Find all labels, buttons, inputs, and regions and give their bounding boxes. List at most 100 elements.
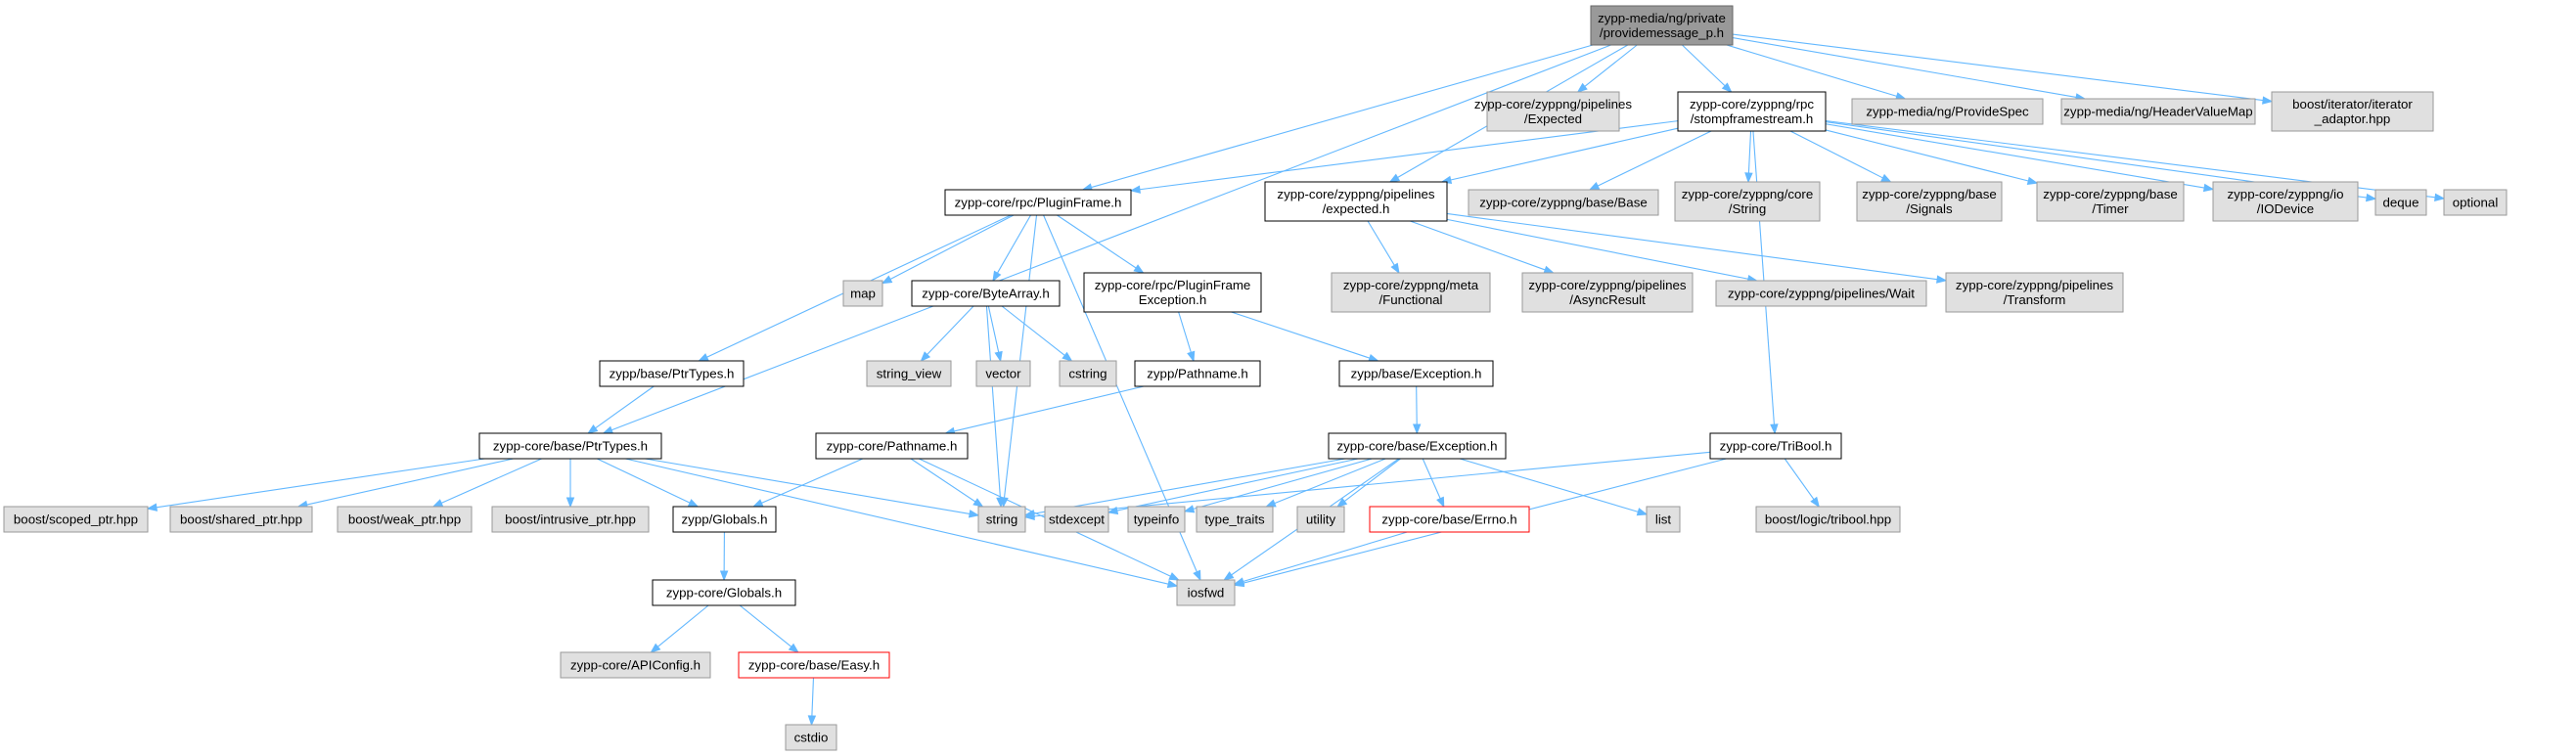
node-zyppptrtypes[interactable]: zypp/base/PtrTypes.h — [599, 360, 745, 387]
node-label: list — [1655, 512, 1672, 527]
node-label: vector — [985, 367, 1021, 381]
node-zypppathname[interactable]: zypp/Pathname.h — [1134, 360, 1261, 387]
node-box — [491, 506, 650, 533]
arrow-head — [807, 715, 817, 727]
node-box — [1264, 181, 1448, 222]
node-errno[interactable]: zypp-core/base/Errno.h — [1369, 506, 1530, 533]
edge-line — [1825, 123, 2205, 189]
edge-line — [1091, 44, 1594, 189]
arrow-head — [698, 353, 709, 362]
node-label: zypp-core/base/Easy.h — [748, 658, 880, 673]
node-label: zypp-core/zyppng/meta — [1343, 278, 1479, 292]
edge-stomp-to-corestring — [1744, 130, 1753, 184]
node-typetraits: type_traits — [1196, 506, 1274, 533]
edge-coreexception-to-list — [1459, 458, 1649, 516]
node-tribool[interactable]: zypp-core/TriBool.h — [1709, 432, 1842, 460]
arrow-head — [1436, 496, 1445, 509]
node-label: zypp-core/zyppng/base/Base — [1479, 196, 1647, 210]
arrow-head — [1810, 496, 1821, 509]
edge-line — [1825, 129, 2029, 182]
node-pluginframe[interactable]: zypp-core/rpc/PluginFrame.h — [944, 189, 1132, 216]
arrow-head — [2202, 183, 2215, 193]
node-box — [1176, 579, 1236, 606]
node-box — [1674, 181, 1821, 222]
edge-tribool-to-logictribool — [1784, 458, 1821, 509]
edge-root-to-providespec — [1726, 44, 1907, 101]
node-box — [866, 360, 952, 387]
edge-line — [987, 305, 1000, 353]
arrow-head — [1770, 423, 1779, 435]
node-label: boost/weak_ptr.hpp — [348, 512, 461, 527]
arrow-head — [565, 497, 575, 509]
edge-line — [1416, 385, 1418, 425]
node-deque: deque — [2374, 189, 2427, 216]
node-box — [1709, 432, 1842, 460]
node-optional: optional — [2443, 189, 2508, 216]
node-label: map — [850, 287, 876, 301]
arrow-head — [992, 270, 1002, 283]
arrow-head — [1390, 262, 1400, 275]
node-box — [944, 189, 1132, 216]
node-label: zypp-media/ng/HeaderValueMap — [2063, 105, 2252, 119]
node-label: boost/scoped_ptr.hpp — [14, 512, 138, 527]
edge-coreptrtypes-to-sharedptr — [296, 458, 514, 510]
node-coreglobals[interactable]: zypp-core/Globals.h — [652, 579, 796, 606]
node-box — [911, 280, 1061, 307]
node-easy[interactable]: zypp-core/base/Easy.h — [738, 651, 890, 679]
node-label: zypp-core/zyppng/base — [2043, 187, 2177, 201]
arrow-head — [972, 498, 984, 508]
node-box — [1945, 272, 2124, 313]
node-root[interactable]: zypp-media/ng/private/providemessage_p.h — [1590, 5, 1734, 46]
edge-stomp-to-timer — [1825, 129, 2039, 185]
arrow-head — [146, 503, 158, 511]
node-intrusiveptr: boost/intrusive_ptr.hpp — [491, 506, 650, 533]
arrow-head — [1588, 182, 1601, 191]
arrow-head — [1183, 505, 1196, 513]
node-bytearray[interactable]: zypp-core/ByteArray.h — [911, 280, 1061, 307]
edge-tribool-to-string — [1023, 451, 1711, 521]
node-zyppglobals[interactable]: zypp/Globals.h — [672, 506, 777, 533]
node-pexpected[interactable]: zypp-core/zyppng/pipelines/expected.h — [1264, 181, 1448, 222]
node-stomp[interactable]: zypp-core/zyppng/rpc/stompframestream.h — [1677, 91, 1827, 132]
node-box — [1369, 506, 1530, 533]
edge-line — [1001, 305, 1065, 356]
edge-line — [1747, 130, 1752, 174]
edge-corepathname-to-zyppglobals — [751, 458, 864, 508]
edge-line — [761, 458, 864, 504]
node-label: Exception.h — [1139, 292, 1206, 307]
edge-stomp-to-pexpected — [1440, 127, 1679, 185]
node-coreptrtypes[interactable]: zypp-core/base/PtrTypes.h — [478, 432, 662, 460]
node-label: boost/iterator/iterator — [2292, 97, 2413, 111]
edge-line — [1003, 214, 1038, 499]
node-box — [1677, 91, 1827, 132]
edge-stomp-to-iodevice — [1825, 123, 2215, 193]
node-corepathname[interactable]: zypp-core/Pathname.h — [815, 432, 969, 460]
node-zyppexception[interactable]: zypp/base/Exception.h — [1338, 360, 1494, 387]
node-box — [1851, 98, 2044, 125]
arrow-head — [1543, 265, 1556, 274]
edge-line — [156, 458, 485, 509]
node-label: zypp/base/PtrTypes.h — [610, 367, 735, 381]
node-wait: zypp-core/zyppng/pipelines/Wait — [1715, 280, 1927, 307]
node-coreexception[interactable]: zypp-core/base/Exception.h — [1328, 432, 1507, 460]
node-label: zypp/base/Exception.h — [1351, 367, 1482, 381]
arrow-head — [1388, 173, 1401, 183]
arrow-head — [1193, 569, 1201, 582]
node-expected: zypp-core/zyppng/pipelines/Expected — [1474, 91, 1632, 132]
arrow-head — [1265, 499, 1277, 508]
node-box — [738, 651, 890, 679]
edge-coreglobals-to-apiconfig — [650, 604, 709, 653]
node-label: type_traits — [1204, 512, 1265, 527]
node-label: boost/shared_ptr.hpp — [180, 512, 302, 527]
node-box — [337, 506, 473, 533]
node-base: zypp-core/zyppng/base/Base — [1468, 189, 1659, 216]
node-label: zypp-core/rpc/PluginFrame — [1095, 278, 1251, 292]
node-label: deque — [2383, 196, 2419, 210]
edge-line — [1178, 311, 1192, 353]
node-label: zypp-media/ng/ProvideSpec — [1866, 105, 2029, 119]
node-box — [2212, 181, 2359, 222]
node-label: /IODevice — [2257, 201, 2314, 216]
edge-line — [1459, 458, 1639, 512]
edge-line — [597, 458, 691, 504]
